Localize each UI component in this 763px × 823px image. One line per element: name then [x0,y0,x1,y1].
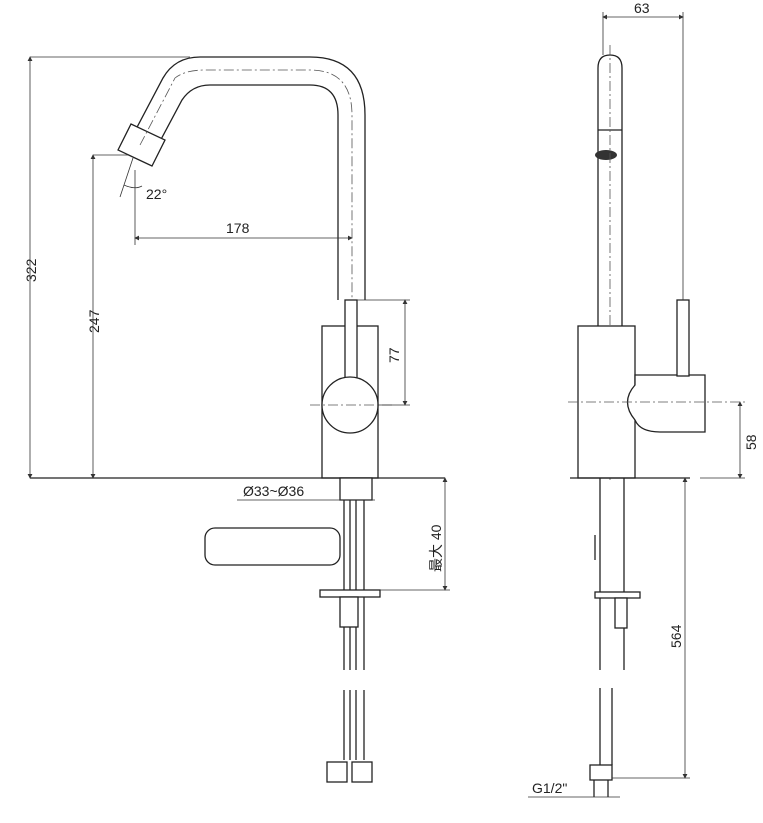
dim-label-22deg: 22° [146,186,167,202]
hose-nut-right [351,761,373,783]
dim-thread: G1/2" [528,780,620,798]
dim-label-77: 77 [386,347,402,363]
mounting-plate [319,589,381,598]
supply-pipes-side [594,478,625,765]
dim-label-564: 564 [668,624,684,648]
front-view: 322 247 22° 178 77 Ø33~Ø36 [23,56,450,783]
dim-58: 58 [700,401,759,479]
fixing-nut-side [614,597,628,629]
dim-label-thread: G1/2" [532,780,567,796]
dim-564: 564 [612,477,690,779]
hose-nut-left [326,761,348,783]
lever-side [676,299,690,377]
dim-63: 63 [602,0,684,300]
side-view: 63 58 564 G1/2" [528,0,759,798]
dim-label-hole: Ø33~Ø36 [243,483,304,499]
dim-label-max40: 最大 40 [428,524,444,572]
dim-label-247: 247 [86,309,102,333]
dim-label-58: 58 [743,434,759,450]
aerator-side [595,150,617,160]
spout [117,56,366,480]
dim-hole-diameter: Ø33~Ø36 [237,483,375,501]
mounting-plate-side [594,591,641,599]
dim-label-63: 63 [634,0,650,16]
hose-nut-side [589,764,613,781]
dim-label-178: 178 [226,220,250,236]
dim-max-40: 最大 40 [380,477,450,591]
handle-side [626,374,706,433]
shank [339,477,373,501]
dim-77: 77 [357,299,410,406]
supply-pipes [343,500,365,760]
lever [344,299,358,381]
counter-section [204,527,341,566]
dim-178: 178 [134,170,353,245]
dim-label-322: 322 [23,258,39,282]
dim-22deg: 22° [119,157,167,202]
fixing-nut [339,596,359,628]
dim-247: 247 [86,154,128,479]
dim-322: 322 [23,56,190,479]
aerator [117,123,166,167]
